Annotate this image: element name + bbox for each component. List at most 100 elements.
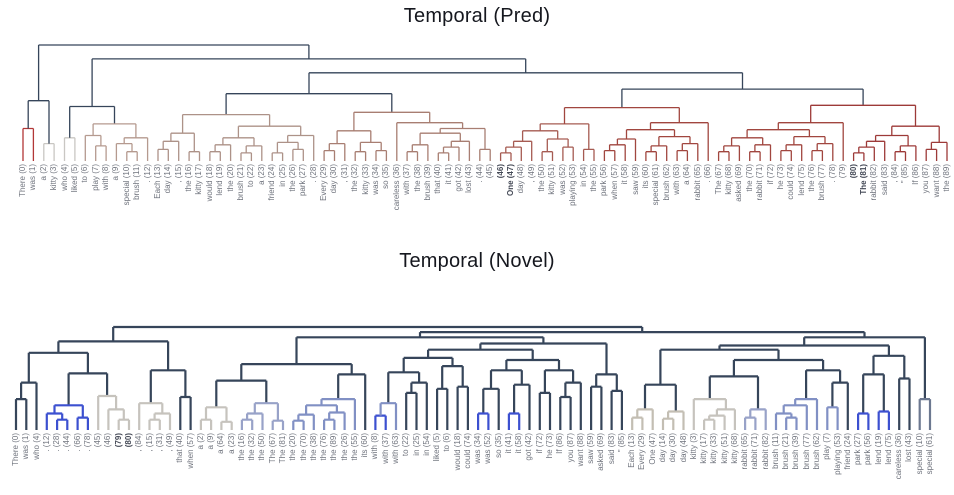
- leaf-label: kitty (33): [360, 164, 370, 195]
- leaf-label: " (85): [900, 164, 910, 184]
- leaf-label: if (72): [534, 433, 544, 454]
- leaf-label: the (16): [236, 433, 246, 461]
- leaf-label: (79): [113, 433, 123, 448]
- leaf-label: brush (39): [422, 164, 432, 201]
- leaf-label: kitty (68): [729, 433, 739, 464]
- leaf-label: , (49): [526, 164, 536, 183]
- leaf-label: brush (11): [132, 164, 142, 200]
- leaf-label: with (37): [380, 433, 390, 464]
- leaf-label: the (76): [319, 433, 329, 461]
- leaf-label: brush (77): [817, 164, 827, 201]
- leaf-label: (80): [123, 433, 133, 448]
- leaf-label: the (89): [329, 433, 339, 461]
- leaf-label: the (55): [349, 433, 359, 461]
- leaf-label: so (35): [493, 433, 503, 458]
- leaf-label: There (0): [11, 433, 20, 466]
- leaf-label: (45): [93, 433, 103, 448]
- leaf-label: day (14): [657, 433, 667, 463]
- leaf-label: it (41): [443, 164, 453, 185]
- leaf-label: lend (75): [796, 164, 806, 196]
- leaf-label: (80): [848, 164, 858, 179]
- dendrogram-links: [810, 104, 948, 161]
- dendrogram-links: [292, 398, 839, 430]
- dendrogram-links: [240, 402, 767, 430]
- leaf-label: . (66): [703, 164, 713, 183]
- leaf-label: when (57): [609, 164, 619, 200]
- dendrogram-links: [631, 408, 685, 430]
- leaf-label: in (54): [578, 164, 588, 187]
- leaf-label: kitty (17): [699, 433, 709, 464]
- leaf-label: rabbit (65): [692, 164, 702, 201]
- leaf-label: The (81): [858, 164, 868, 195]
- leaf-label: brush (77): [801, 433, 811, 470]
- leaf-label: the (70): [744, 164, 754, 192]
- leaf-label: was (1): [28, 164, 38, 191]
- dendrogram-links: [499, 123, 595, 161]
- leaf-label: rabbit (82): [760, 433, 770, 470]
- dendrogram-links: [918, 398, 932, 430]
- leaf-label: , (49): [165, 433, 175, 452]
- leaf-label: day (30): [668, 433, 678, 463]
- leaf-label: the (76): [807, 164, 817, 192]
- dendrogram-links: [14, 325, 926, 430]
- leaf-label: Each (13): [627, 433, 637, 468]
- leaf-label: Each (13): [152, 164, 162, 199]
- leaf-label: . (78): [827, 164, 837, 183]
- leaf-label: in (25): [277, 164, 287, 187]
- leaf-label: One (47): [647, 433, 657, 465]
- leaf-label: to (22): [246, 164, 256, 188]
- leaf-label: careless (36): [391, 164, 401, 211]
- dendrogram-links: [45, 404, 890, 430]
- leaf-label: friend (24): [842, 433, 852, 470]
- leaf-label: (46): [495, 164, 505, 179]
- leaf-label: day (48): [516, 164, 526, 194]
- leaf-label: got (42): [454, 164, 464, 192]
- leaf-label: Every (29): [637, 433, 647, 470]
- leaf-label: the (38): [308, 433, 318, 461]
- leaf-label: a (2): [38, 164, 48, 181]
- leaf-label: If (86): [910, 164, 920, 185]
- leaf-label: want (88): [931, 164, 941, 198]
- leaf-label: . (66): [72, 433, 82, 452]
- leaf-label: with (37): [402, 164, 412, 195]
- leaf-label: with (63): [672, 164, 682, 195]
- leaf-label: want (88): [575, 433, 585, 467]
- leaf-label: brush (21): [781, 433, 791, 470]
- leaf-label: a (9): [111, 164, 121, 181]
- leaf-label: a (64): [216, 433, 226, 454]
- leaf-label: a (23): [256, 164, 266, 185]
- dendrogram-links: [97, 394, 736, 430]
- leaf-label: play (7): [90, 164, 100, 191]
- leaf-label: the (50): [537, 164, 547, 192]
- leaf-label: its (60): [640, 164, 650, 189]
- dendrogram-links: [27, 44, 864, 144]
- leaf-label: brush (11): [770, 433, 780, 469]
- leaf-label: " (85): [616, 433, 626, 453]
- leaf-label: lost (43): [464, 164, 474, 193]
- leaf-label: lost (43): [904, 433, 914, 462]
- leaf-label: rabbit (71): [755, 164, 765, 201]
- dendrogram-links: [563, 106, 844, 161]
- leaf-label: he (73): [545, 433, 555, 459]
- leaf-label: , (15): [173, 164, 183, 183]
- leaf-label: said (83): [606, 433, 616, 465]
- leaf-label: The (67): [713, 164, 723, 195]
- leaf-label: brush (62): [661, 164, 671, 201]
- leaf-label: when (57): [185, 433, 195, 469]
- leaf-label: park (27): [853, 433, 863, 466]
- leaf-label: was (52): [483, 433, 493, 464]
- leaf-label: could (74): [462, 433, 472, 469]
- leaf-label: its (60): [360, 433, 370, 458]
- leaf-label: the (20): [288, 433, 298, 461]
- leaf-label: with (8): [101, 164, 111, 191]
- leaf-label: who (4): [31, 433, 41, 460]
- leaf-label: park (27): [298, 164, 308, 197]
- leaf-label: it (58): [514, 433, 524, 454]
- leaf-label: , (31): [339, 164, 349, 183]
- leaf-label: the (70): [298, 433, 308, 461]
- leaf-label: day (30): [329, 164, 339, 194]
- leaf-label: with (63): [390, 433, 400, 464]
- leaf-label: kitty (33): [709, 433, 719, 464]
